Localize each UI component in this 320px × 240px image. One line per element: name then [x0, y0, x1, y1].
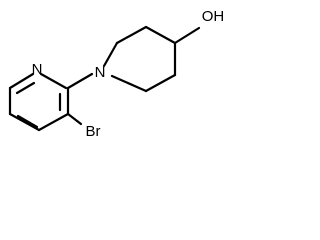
- bond-c-br: [66, 112, 83, 126]
- molecule-drawing: N N OH Br: [8, 8, 225, 140]
- bond-piperidine-c-bottom-n: [110, 74, 148, 93]
- double-bond-pyridine-inner-3: [15, 81, 36, 95]
- atom-label-hydroxyl: OH: [202, 8, 225, 25]
- bond-c-oh: [173, 26, 201, 45]
- bond-piperidine-c-lower-c-bottom: [144, 73, 177, 93]
- bond-pyridine-c6-n: [8, 72, 35, 90]
- atom-label-bromine: Br: [86, 123, 101, 140]
- atom-label-piperidine-n: N: [95, 64, 106, 81]
- double-bond-pyridine-inner-2: [16, 114, 39, 129]
- bond-piperidine-n-c-upper: [102, 41, 119, 68]
- bond-pyridine-n-c2: [39, 72, 68, 90]
- chemical-structure-diagram: N N OH Br: [0, 0, 230, 158]
- bond-pyridine-c4-c5: [8, 112, 41, 132]
- atom-label-pyridine-n: N: [32, 61, 43, 78]
- bond-piperidine-c-upper-c-top: [115, 25, 148, 45]
- bond-piperidine-c-top-c-oh: [144, 25, 177, 45]
- bond-pyridine-to-piperidine-n: [66, 72, 94, 90]
- bond-pyridine-c3-c4: [37, 112, 70, 132]
